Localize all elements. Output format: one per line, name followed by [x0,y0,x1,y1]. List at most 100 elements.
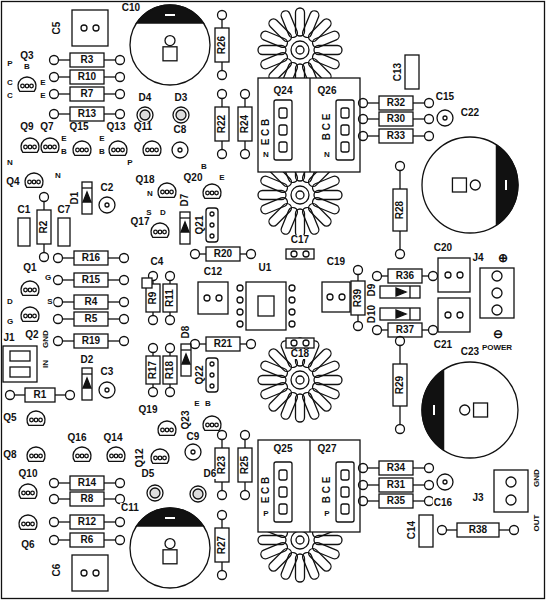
resistor-symbol [379,461,413,475]
lead [413,102,425,103]
pad [506,495,516,505]
transistor-pin [121,148,125,152]
lead [15,394,26,395]
part-label: Q5 [2,413,17,423]
lead [108,257,120,258]
transistor-pin [154,456,158,460]
pad [303,340,309,346]
transistor-pin [28,314,32,318]
mounting-hole [296,536,304,544]
pad [396,337,405,346]
pin-label: P [323,510,330,518]
part-label: Q19 [138,405,159,415]
heatsink-fin [311,381,340,400]
transistor-pin [154,230,158,234]
part-label: R31 [386,480,406,490]
heatsink-fin [267,547,293,573]
pad [54,315,63,324]
pad [116,536,125,545]
transistor-pin [39,454,43,458]
part-label: C4 [150,257,165,267]
pad [210,223,214,227]
part-label: R27 [217,535,227,555]
pad [210,234,214,238]
part-label: D7 [180,193,190,208]
pad [116,73,125,82]
part-label: IN [42,359,50,369]
lead [63,340,75,341]
lead [357,315,358,322]
diode-triangle [83,378,91,388]
part-label: R1 [33,390,48,400]
pin-label: E [60,135,67,143]
part-label: D10 [367,304,377,324]
led-symbol [193,489,203,499]
transistor-symbol [107,447,125,461]
lead [399,406,400,425]
polarity-band [137,508,204,526]
part-label: R7 [80,89,95,99]
transistor-symbol [203,416,221,430]
capacitor-symbol [438,258,470,292]
pad [510,526,519,535]
pad [50,479,59,488]
pad [247,340,256,349]
part-label: R11 [165,288,175,308]
transistor-pin [30,418,34,422]
transistor-pin [341,470,349,480]
lead [63,318,75,319]
transistor-pin [76,454,80,458]
diode-symbol [180,212,190,244]
lead [108,340,120,341]
part-label: R14 [77,478,97,488]
resistor-symbol [74,334,108,348]
transistor-pin [26,522,30,526]
transistor-pin [24,314,28,318]
mounting-hole [296,46,304,54]
lead [240,253,247,254]
part-label: R10 [77,72,97,82]
pad [210,373,214,377]
pad [438,526,447,535]
pad [443,480,447,484]
transistor-symbol [19,484,37,498]
transistor-pin [155,148,159,152]
part-label: C15 [435,92,455,102]
pad [163,550,177,564]
pad [149,316,158,325]
transistor-pin [170,428,174,432]
pad [120,254,129,263]
pad [218,71,227,80]
heatsink [258,338,342,422]
resistor-symbol [70,70,104,84]
pin-label: B [60,148,68,156]
pin-label: P [6,60,13,68]
pad [354,266,363,275]
heatsink-fin [307,17,333,43]
pad [116,56,125,65]
heatsink-fin [311,360,340,379]
transistor-pin [116,148,120,152]
pad [105,203,109,207]
transistor-pin [170,190,174,194]
pin-label: E [193,400,200,408]
pad [359,115,368,124]
transistor-pin [30,84,34,88]
resistor-symbol [74,251,108,265]
part-label: C13 [393,62,403,82]
lead [221,99,222,108]
pad [289,321,295,327]
part-label: E C B [261,118,271,147]
ic-symbol [246,282,286,330]
capacitor-symbol [437,110,453,126]
part-label: B C E [322,476,332,505]
pin-label: C [6,92,14,100]
pad [81,570,87,576]
lead [108,301,120,302]
pad [54,337,63,346]
pad [6,391,15,400]
part-label: C7 [57,205,72,215]
part-label: D2 [80,355,95,365]
part-label: R28 [395,200,405,220]
part-label: C12 [203,267,223,277]
